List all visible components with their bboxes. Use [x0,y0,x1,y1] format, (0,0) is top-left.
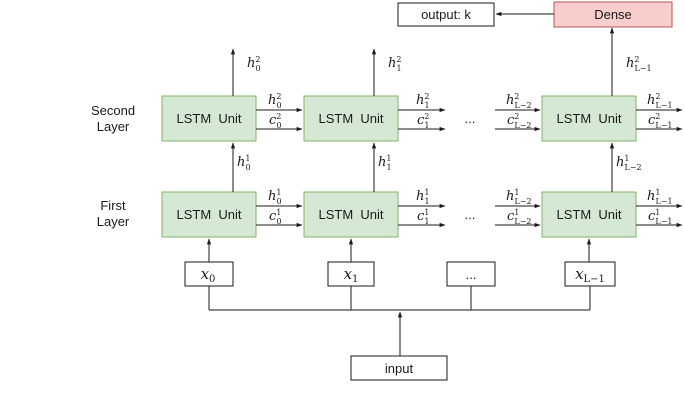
lstm-unit-l2-t0-label: LSTM Unit [176,111,241,126]
input-dots-box [446,261,496,287]
lstm-unit-l1-tLm1-label: LSTM Unit [556,207,621,222]
lstm-unit-l2-tLm1 [541,95,637,142]
lstm-unit-l2-t0 [161,95,257,142]
lstm-unit-l2-t1-label: LSTM Unit [318,111,383,126]
lstm-unit-l1-tLm1 [541,191,637,238]
lstm-unit-l2-t1 [303,95,399,142]
lstm-unit-l1-t0-label: LSTM Unit [176,207,241,222]
first-layer-label-line2: Layer [97,214,130,229]
input-x1-label: x1 [344,265,359,285]
lstm-unit-l1-t0 [161,191,257,238]
input-xLm1-box [564,261,616,287]
ellipsis-l2: ... [465,111,476,126]
input-box [350,355,448,381]
second-layer-label: Second Layer [91,103,135,134]
lstm-unit-l2-tLm1-label: LSTM Unit [556,111,621,126]
lstm-unit-l1-t1-label: LSTM Unit [318,207,383,222]
input-x1-box [327,261,375,287]
first-layer-label-line1: First [100,198,126,213]
input-label: input [385,361,414,376]
input-dots-label: ... [466,267,477,282]
output-box [397,2,495,27]
output-label: output: k [421,7,471,22]
lstm-unit-l1-t1 [303,191,399,238]
ellipsis-l1: ... [465,207,476,222]
input-xLm1-label: xL−1 [575,265,605,285]
second-layer-label-line1: Second [91,103,135,118]
dense-box [553,1,673,28]
second-layer-label-line2: Layer [97,119,130,134]
input-x0-label: x0 [201,265,216,285]
first-layer-label: First Layer [97,198,130,229]
dense-label: Dense [594,7,632,22]
